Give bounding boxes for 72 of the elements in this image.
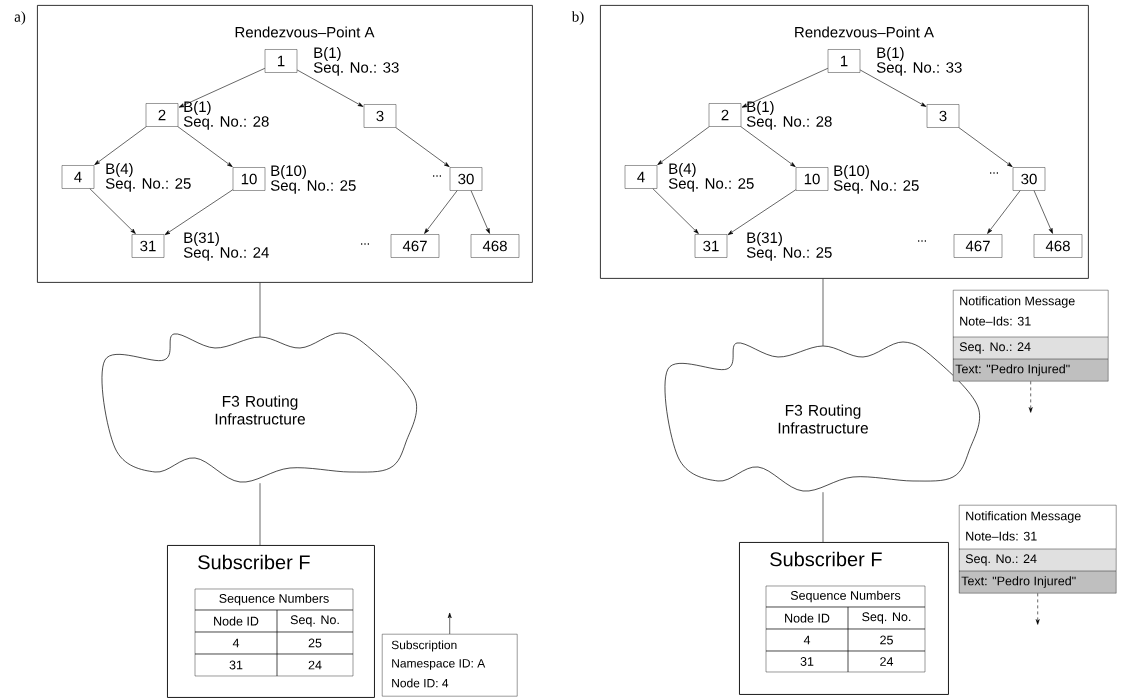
table-cell: 31 <box>194 653 278 677</box>
tree-node-box: 2 <box>708 103 742 127</box>
arrow <box>727 189 797 235</box>
tree-node-box: 4 <box>624 165 658 189</box>
arrow <box>424 190 458 234</box>
tree-node-box: 468 <box>470 234 520 258</box>
ellipsis: ... <box>918 240 926 242</box>
table-cell: Node ID <box>765 606 849 630</box>
tree-node-box: 468 <box>1033 234 1083 258</box>
node-annotation: B(31) Seq. No.: 25 <box>746 232 832 261</box>
ellipsis: ... <box>361 243 369 245</box>
arrow <box>447 612 452 635</box>
arrow <box>859 69 927 107</box>
message-box: Subscription Namespace ID: A Node ID: 4 <box>382 634 518 697</box>
table-cell: Seq. No. <box>276 609 354 633</box>
arrow <box>1035 593 1040 625</box>
tree-node-box: 3 <box>926 104 960 128</box>
arrow <box>741 68 829 108</box>
node-annotation: B(31) Seq. No.: 24 <box>183 232 269 261</box>
node-annotation: B(1) Seq. No.: 33 <box>313 47 399 76</box>
arrow <box>94 126 147 165</box>
tree-node-box: 10 <box>232 167 266 191</box>
table-cell: Seq. No. <box>847 606 926 630</box>
arrow <box>652 188 699 234</box>
table-cell: 24 <box>276 653 354 677</box>
panel-label: a) <box>14 11 26 25</box>
message-box: Notification Message Note–Ids: 31 Seq. No.: 24 Text: "Pedro Injured" <box>958 505 1117 594</box>
node-annotation: B(1) Seq. No.: 28 <box>183 101 269 130</box>
panel-label: b) <box>571 11 584 25</box>
table-cell: 31 <box>765 650 849 673</box>
arrow <box>657 126 710 165</box>
node-annotation: B(10) Seq. No.: 25 <box>833 165 919 194</box>
ellipsis: ... <box>990 172 998 174</box>
tree-node-box: 31 <box>694 234 728 258</box>
table-cell: Sequence Numbers <box>765 585 926 608</box>
arrow <box>296 69 364 107</box>
message-box: Notification Message Note–Ids: 31 Seq. No.: 24 Text: "Pedro Injured" <box>952 290 1109 382</box>
arrow <box>177 126 233 167</box>
table-cell: 4 <box>765 628 849 652</box>
arrow <box>164 189 234 235</box>
tree-node-box: 1 <box>264 49 298 73</box>
tree-node-box: 3 <box>363 104 397 128</box>
arrow <box>958 127 1013 167</box>
node-annotation: B(1) Seq. No.: 33 <box>876 47 962 76</box>
tree-node-box: 2 <box>145 103 179 127</box>
table-cell: Node ID <box>194 609 278 633</box>
arrow <box>89 188 136 234</box>
table-cell: Sequence Numbers <box>194 588 354 611</box>
node-annotation: B(10) Seq. No.: 25 <box>270 165 356 194</box>
arrow <box>1028 381 1033 413</box>
arrow <box>470 190 490 234</box>
table-cell: 24 <box>847 650 926 673</box>
tree-node-box: 10 <box>795 167 829 191</box>
table-cell: 25 <box>276 631 354 655</box>
arrow <box>395 127 450 167</box>
node-annotation: B(4) Seq. No.: 25 <box>668 163 754 192</box>
arrow <box>178 68 266 108</box>
tree-node-box: 31 <box>131 234 165 258</box>
arrow <box>987 190 1021 234</box>
node-annotation: B(4) Seq. No.: 25 <box>105 163 191 192</box>
arrow <box>1033 190 1053 234</box>
tree-node-box: 467 <box>953 234 1003 258</box>
tree-node-box: 4 <box>61 165 95 189</box>
tree-node-box: 30 <box>449 167 483 191</box>
tree-node-box: 30 <box>1012 167 1046 191</box>
tree-node-box: 467 <box>390 234 440 258</box>
table-cell: 4 <box>194 631 278 655</box>
table-cell: 25 <box>847 628 926 652</box>
arrow <box>740 126 796 167</box>
node-annotation: B(1) Seq. No.: 28 <box>746 101 832 130</box>
ellipsis: ... <box>433 175 441 177</box>
tree-node-box: 1 <box>827 49 861 73</box>
